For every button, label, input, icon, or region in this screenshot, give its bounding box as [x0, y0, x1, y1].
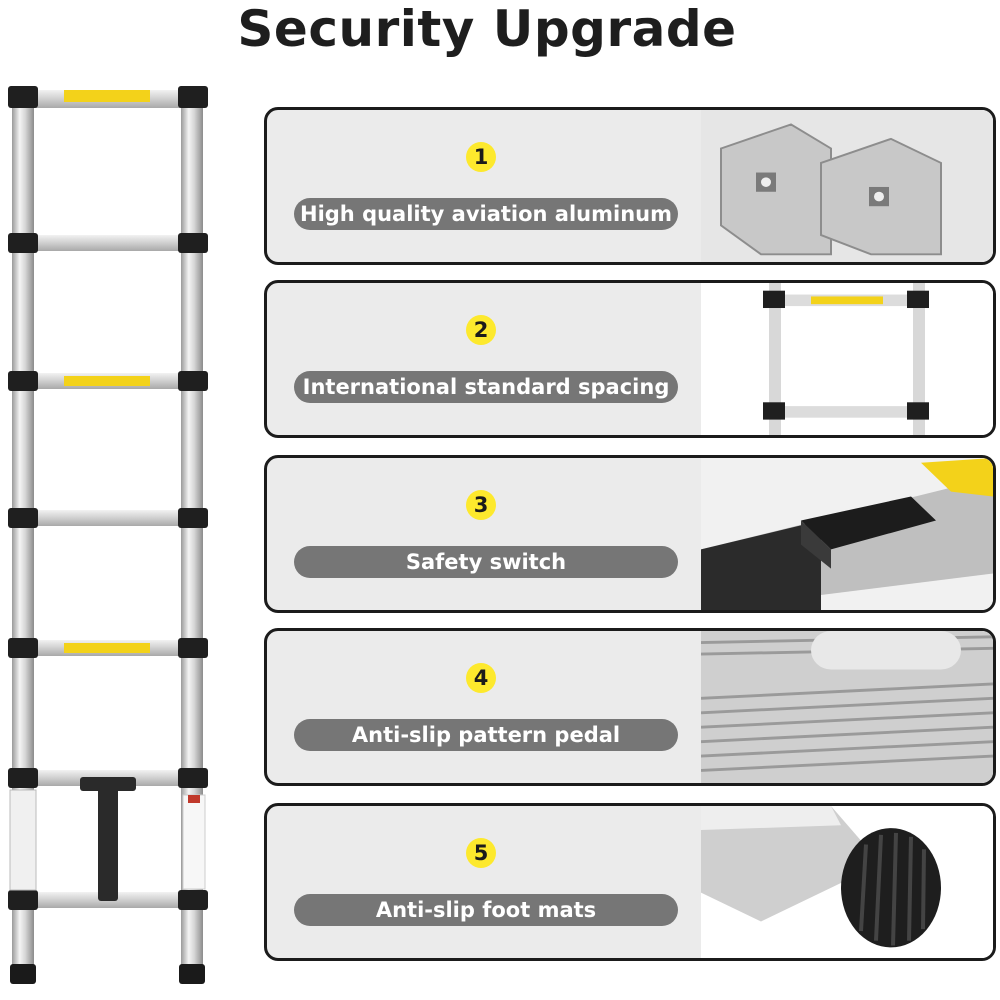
page-title: Security Upgrade	[237, 0, 737, 58]
feature-number-badge: 1	[466, 142, 496, 172]
feature-number-badge: 5	[466, 838, 496, 868]
rung-spacing-photo	[701, 283, 993, 435]
feature-number-badge: 2	[466, 315, 496, 345]
feature-card-1: 1 High quality aviation aluminum	[264, 107, 996, 265]
feature-label: Anti-slip pattern pedal	[294, 719, 678, 751]
feature-label: Anti-slip foot mats	[294, 894, 678, 926]
feature-number-badge: 3	[466, 490, 496, 520]
feature-label: Safety switch	[294, 546, 678, 578]
feature-label: High quality aviation aluminum	[294, 198, 678, 230]
rubber-foot-photo	[701, 806, 993, 958]
safety-switch-photo	[701, 458, 993, 610]
telescopic-ladder-image	[0, 80, 220, 985]
feature-card-5: 5 Anti-slip foot mats	[264, 803, 996, 961]
feature-label: International standard spacing	[294, 371, 678, 403]
aluminum-profile-photo	[701, 110, 993, 262]
feature-number-badge: 4	[466, 663, 496, 693]
feature-card-4: 4 Anti-slip pattern pedal	[264, 628, 996, 786]
feature-card-3: 3 Safety switch	[264, 455, 996, 613]
feature-card-2: 2 International standard spacing	[264, 280, 996, 438]
ridged-pedal-photo	[701, 631, 993, 783]
